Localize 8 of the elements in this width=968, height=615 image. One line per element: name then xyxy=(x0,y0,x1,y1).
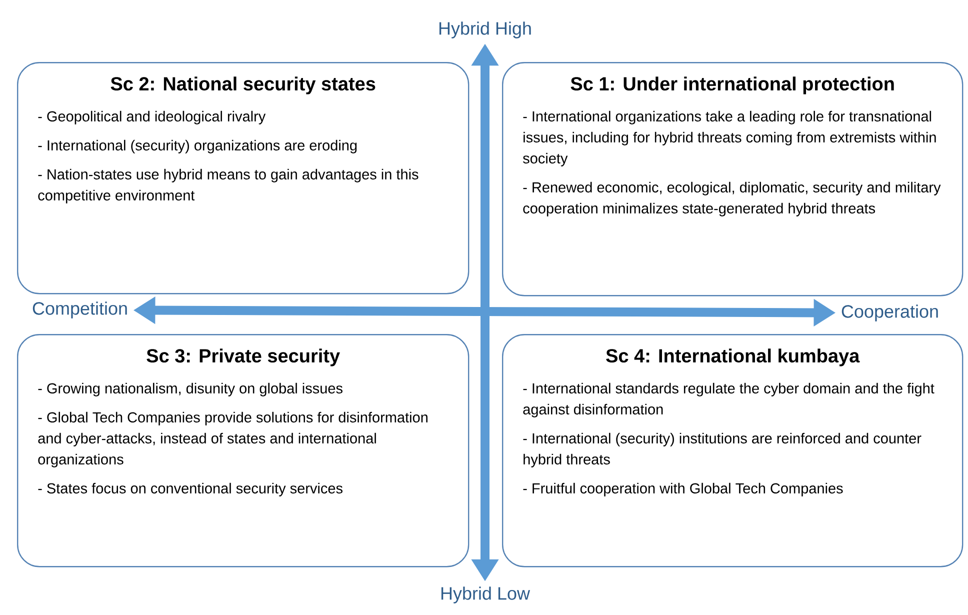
scenario-box: Sc 1: Under international protection - International organizations take a leading role for transnational issues, including for hybrid threats coming from extremists within society - Renewed economic, ecological, diplomatic, security and military cooperation minimalizes state-generated hybrid threats xyxy=(502,62,964,296)
axis-label: Hybrid High xyxy=(435,18,536,42)
scenario-box: Sc 2: National security states - Geopolitical and ideological rivalry - International (security) organizations are eroding - Nation-states use hybrid means to gain advantages in this competitive environment xyxy=(17,62,470,294)
scenario-box: Sc 3: Private security - Growing nationalism, disunity on global issues - Global Tech Companies provide solutions for disinformation and cyber-attacks, instead of states and international organizations - States focus on conventional security services xyxy=(17,334,470,568)
axis-label: Competition xyxy=(28,298,132,322)
axis-label: Cooperation xyxy=(838,302,942,324)
axis-label: Hybrid Low xyxy=(437,584,534,606)
scenario-box: Sc 4: International kumbaya - International standards regulate the cyber domain and the fight against disinformation - International (security) institutions are reinforced and counter hybrid threats - Fruitful cooperation with Global Tech Companies xyxy=(502,334,964,568)
